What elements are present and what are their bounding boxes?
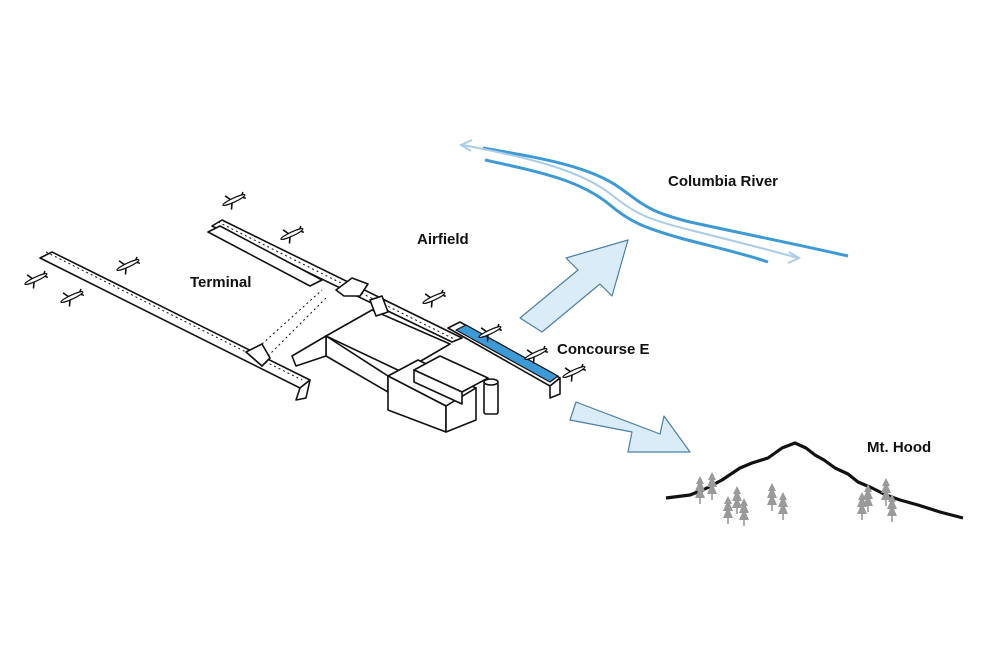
tower xyxy=(483,381,499,415)
mt-hood-label: Mt. Hood xyxy=(867,439,932,456)
tree-icon xyxy=(695,476,705,504)
columbia-river xyxy=(458,139,849,264)
river-flow-arrowhead-right xyxy=(787,251,802,264)
airplane-icon xyxy=(21,266,51,292)
concourse-e-label: Concourse E xyxy=(557,341,650,358)
tree-icon xyxy=(707,472,717,500)
river-flow-arrowhead-left xyxy=(458,139,473,152)
tree-icon xyxy=(739,498,749,526)
main-terminal-top xyxy=(325,309,451,373)
mountain-ridge xyxy=(665,441,964,520)
mt-hood xyxy=(665,441,964,526)
airport-structure xyxy=(39,219,561,433)
airplane-icon xyxy=(113,252,143,278)
river-bank-south xyxy=(484,158,769,264)
tree-icon xyxy=(767,483,777,511)
terminal-label: Terminal xyxy=(190,274,252,291)
concourse-south xyxy=(39,251,311,389)
arrow-to-river xyxy=(519,239,629,333)
airplane-icon xyxy=(419,285,449,311)
river-bank-north xyxy=(482,146,849,258)
airfield-connector xyxy=(335,277,369,297)
airfield-label: Airfield xyxy=(417,231,469,248)
airplane-icon xyxy=(219,187,249,213)
arrow-icon xyxy=(519,239,691,453)
concourse-e-highlight xyxy=(455,324,559,383)
terminal-connector xyxy=(245,343,271,367)
airplane-icon xyxy=(57,284,87,310)
tree-icon xyxy=(723,496,733,524)
arrow-to-mt-hood xyxy=(569,401,691,453)
tree-icon xyxy=(778,492,788,520)
river-flow-line xyxy=(462,144,799,259)
airplane-icon xyxy=(277,221,307,247)
airplane-icon xyxy=(559,359,589,385)
columbia-river-label: Columbia River xyxy=(668,173,779,190)
